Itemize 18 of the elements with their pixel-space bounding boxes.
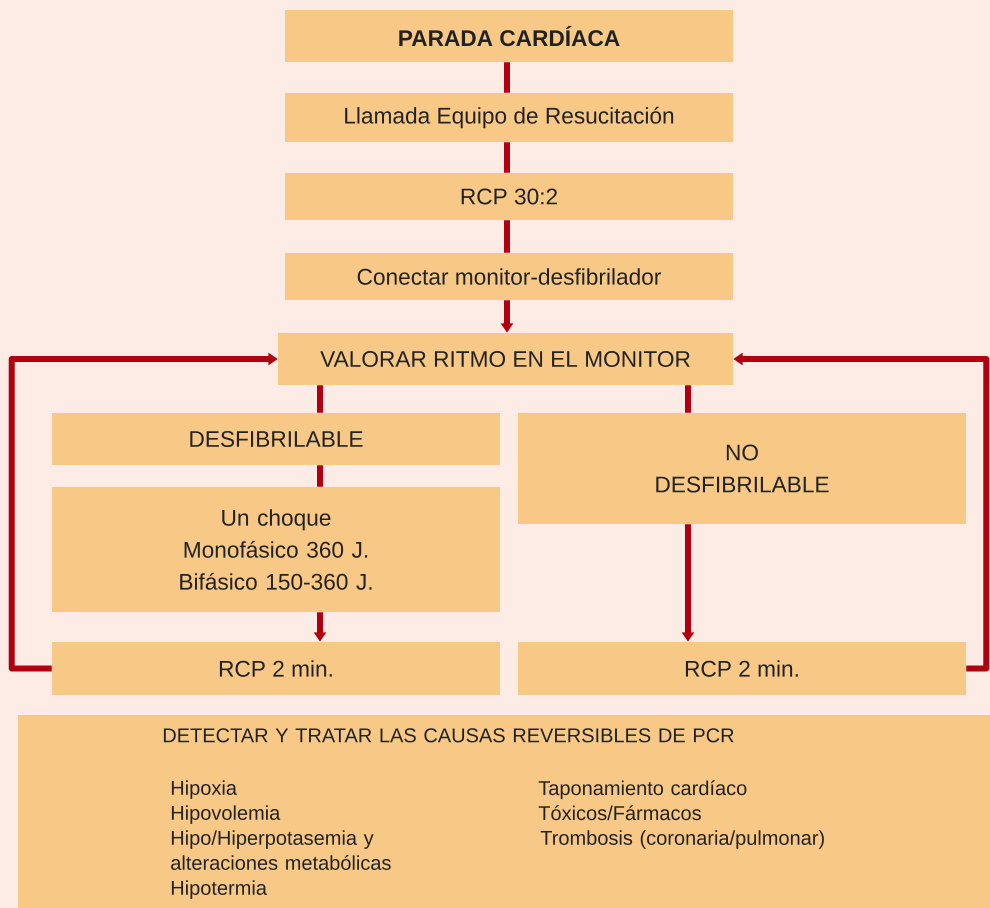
- process-box: PARADA CARDÍACA: [285, 10, 733, 62]
- process-box: NO DESFIBRILABLE: [518, 413, 966, 524]
- panel-heading: DETECTAR Y TRATAR LAS CAUSAS REVERSIBLES DE PCR: [164, 728, 734, 742]
- process-box: RCP 30:2: [285, 173, 733, 220]
- cause-item: Tóxicos/Fármacos: [538, 805, 701, 820]
- cause-item: Hipotermia: [172, 880, 267, 899]
- cause-item: Trombosis (coronaria/pulmonar): [540, 830, 824, 849]
- process-box: Llamada Equipo de Resucitación: [285, 93, 733, 142]
- process-box: VALORAR RITMO EN EL MONITOR: [278, 333, 733, 385]
- process-box: Un choque Monofásico 360 J. Bifásico 150-360 J.: [52, 487, 500, 612]
- cause-item: Hipoxia: [172, 780, 237, 799]
- cause-item: Hipo/Hiperpotasemia y alteraciones metabólicas: [171, 830, 391, 870]
- cause-item: Taponamiento cardíaco: [538, 780, 746, 800]
- process-box: RCP 2 min.: [518, 642, 966, 695]
- process-box: Conectar monitor-desfibrilador: [285, 253, 733, 300]
- cause-item: Hipovolemia: [172, 805, 280, 824]
- process-box: RCP 2 min.: [52, 642, 500, 695]
- process-box: DESFIBRILABLE: [52, 413, 500, 465]
